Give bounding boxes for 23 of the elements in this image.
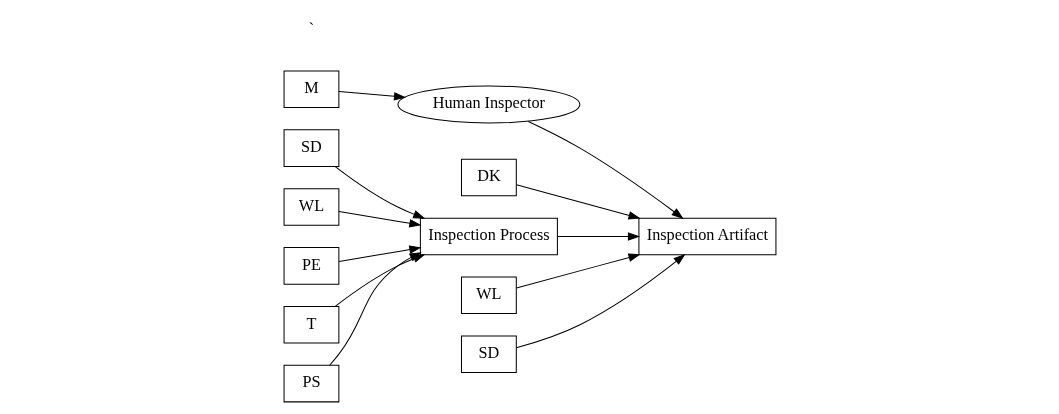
arrow (338, 245, 422, 262)
node-box: Inspection Process (419, 217, 558, 256)
arrow (328, 252, 422, 366)
label: ` (308, 20, 314, 39)
node-box: SD (283, 129, 339, 167)
node-box: DK (460, 158, 517, 197)
node-box: SD (460, 335, 517, 373)
arrow (338, 210, 422, 228)
node-box: PS (283, 364, 339, 403)
node-box: M (283, 70, 339, 109)
node-box: T (283, 305, 339, 344)
node-box: Inspection Artifact (637, 217, 776, 256)
node-box: WL (460, 276, 517, 315)
arrow (515, 253, 686, 349)
node-ellipse: Human Inspector (396, 85, 580, 124)
arrow (515, 253, 641, 289)
arrow (556, 232, 640, 241)
node-box: WL (283, 188, 339, 226)
arrow (515, 184, 641, 220)
node-box: PE (283, 247, 339, 285)
arrow (338, 91, 406, 101)
arrow (334, 166, 425, 219)
arrow (527, 120, 684, 219)
